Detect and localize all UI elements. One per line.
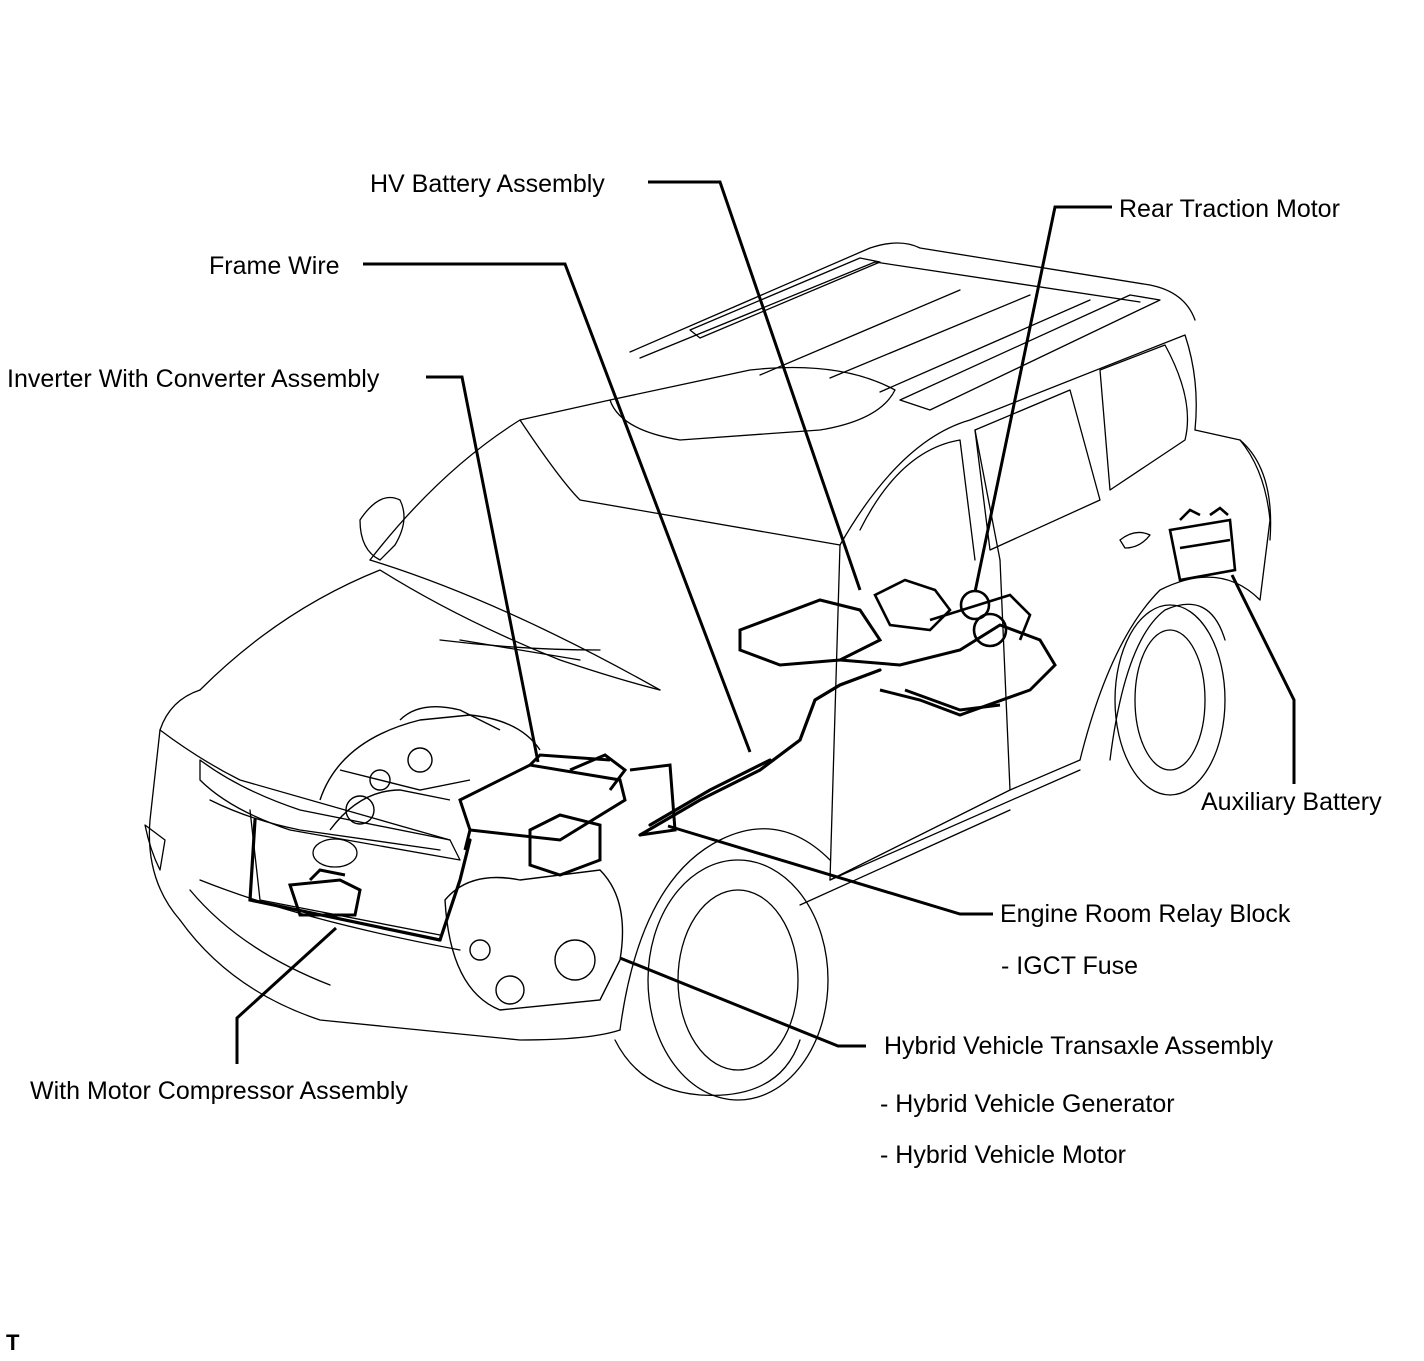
leader-hv-battery	[648, 180, 862, 591]
engine-compartment	[319, 705, 624, 1011]
hv-battery-assembly	[738, 598, 1057, 717]
leader-transaxle	[619, 956, 866, 1048]
vehicle-body-outline	[144, 242, 1272, 1101]
leader-engine-room-relay-block	[667, 824, 993, 916]
leader-compressor	[235, 926, 338, 1064]
label-frame-wire: Frame Wire	[209, 252, 340, 280]
leader-frame-wire	[363, 262, 752, 753]
label-inverter-with-converter-assembly: Inverter With Converter Assembly	[7, 365, 380, 393]
frame-wire	[248, 668, 882, 942]
inverter-with-converter-assembly	[458, 753, 627, 851]
rear-traction-motor	[873, 578, 1032, 648]
label-hv-battery-assembly: HV Battery Assembly	[370, 170, 605, 198]
leader-auxiliary-battery	[1230, 574, 1296, 784]
label-hybrid-vehicle-motor: - Hybrid Vehicle Motor	[880, 1141, 1126, 1169]
label-engine-room-relay-block: Engine Room Relay Block	[1000, 900, 1291, 928]
corner-mark: T	[6, 1330, 20, 1355]
label-transaxle-assembly: Hybrid Vehicle Transaxle Assembly	[884, 1032, 1274, 1060]
leader-rear-traction-motor	[973, 205, 1112, 593]
leader-lines	[235, 180, 1296, 1064]
label-with-motor-compressor-assembly: With Motor Compressor Assembly	[30, 1077, 408, 1105]
label-hybrid-vehicle-generator: - Hybrid Vehicle Generator	[880, 1090, 1175, 1118]
label-rear-traction-motor: Rear Traction Motor	[1119, 195, 1340, 223]
label-auxiliary-battery: Auxiliary Battery	[1201, 788, 1382, 816]
auxiliary-battery	[1168, 506, 1237, 582]
leader-inverter	[426, 375, 540, 763]
label-igct-fuse: - IGCT Fuse	[1001, 952, 1139, 980]
engine-room-relay-block	[528, 753, 677, 877]
